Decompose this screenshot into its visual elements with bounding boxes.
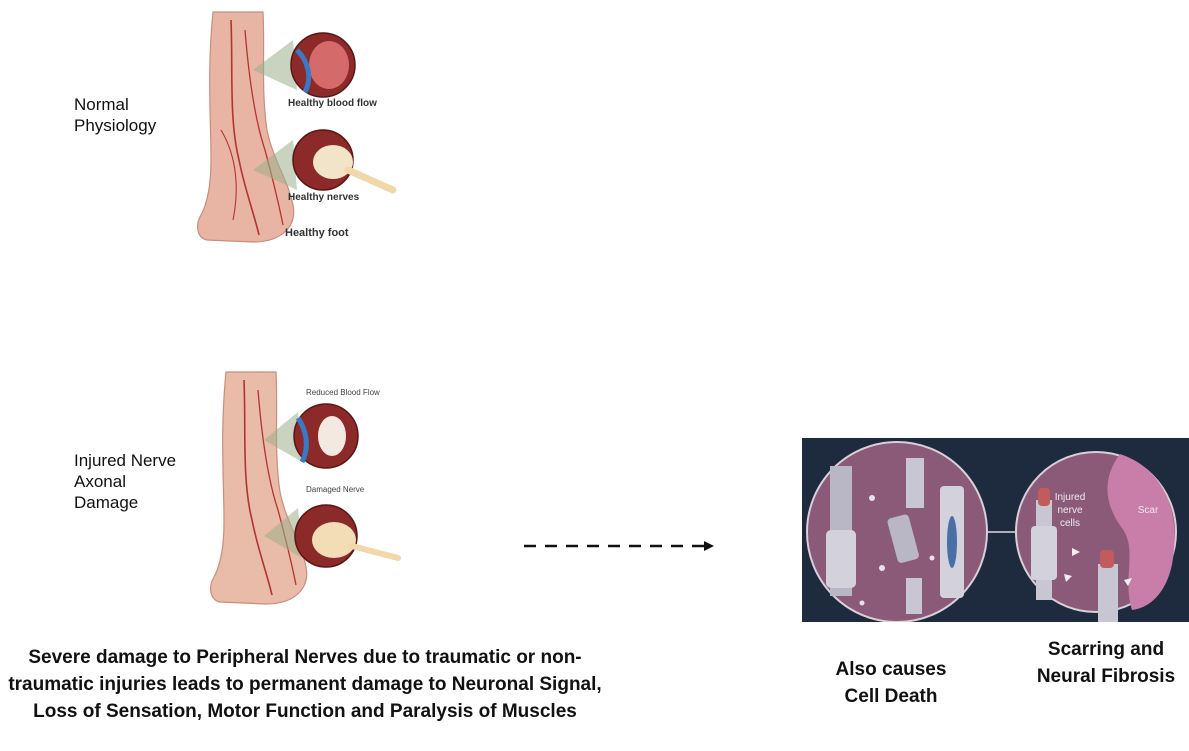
micro-tissue-svg: Injured nerve cells Scar <box>802 438 1189 622</box>
main-caption: Severe damage to Peripheral Nerves due t… <box>0 644 610 725</box>
normal-physiology-label: Normal Physiology <box>74 94 156 136</box>
healthy-nerves-label: Healthy nerves <box>288 192 360 203</box>
healthy-foot-svg: Healthy blood flow Healthy nerves Health… <box>193 10 408 248</box>
scar-label: Scar <box>1138 505 1159 516</box>
damaged-nerve-label: Damaged Nerve <box>306 485 365 494</box>
axon-column <box>906 458 924 508</box>
axon-column <box>1098 564 1118 622</box>
injured-foot-svg: Reduced Blood Flow Damaged Nerve <box>198 368 408 613</box>
debris-dot <box>930 556 935 561</box>
healthy-foot-illustration: Healthy blood flow Healthy nerves Health… <box>193 10 408 248</box>
axon-column <box>906 578 922 614</box>
micro-tissue-illustration: Injured nerve cells Scar <box>802 438 1189 622</box>
debris-dot <box>869 495 875 501</box>
cell-body <box>1031 526 1057 580</box>
nerve-tail <box>348 170 393 190</box>
injured-cell-tip <box>1038 488 1050 506</box>
injured-cell-tip <box>1100 550 1114 568</box>
nerve-bundle <box>313 145 353 179</box>
injured-cells-line-2: nerve <box>1057 505 1082 516</box>
damaged-nerve-bundle <box>312 522 356 558</box>
dashed-arrow <box>520 536 720 556</box>
fibrosis-caption: Scarring and Neural Fibrosis <box>1026 636 1186 690</box>
injured-foot-illustration: Reduced Blood Flow Damaged Nerve <box>198 368 408 613</box>
healthy-foot-label: Healthy foot <box>285 227 349 239</box>
nucleus <box>947 516 957 568</box>
arrow-head-icon <box>704 541 714 551</box>
injured-cells-line-3: cells <box>1060 518 1080 529</box>
cell-death-caption: Also causes Cell Death <box>826 656 956 710</box>
injured-cells-line-1: Injured <box>1055 492 1086 503</box>
narrow-lumen <box>318 416 346 456</box>
healthy-blood-flow-label: Healthy blood flow <box>288 98 377 109</box>
debris-dot <box>860 601 865 606</box>
debris-dot <box>879 565 885 571</box>
reduced-blood-flow-label: Reduced Blood Flow <box>306 388 380 397</box>
cell-body <box>826 530 856 588</box>
nerve-tail <box>352 546 398 558</box>
vessel-lumen <box>309 41 349 89</box>
injured-nerve-label: Injured Nerve Axonal Damage <box>74 450 176 513</box>
